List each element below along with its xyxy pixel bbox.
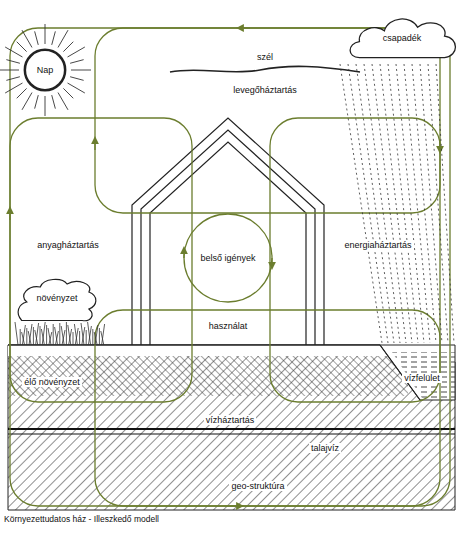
region-label: szél: [255, 52, 275, 62]
sun-circle: Nap: [24, 49, 66, 91]
region-label: vízfelület: [402, 373, 442, 383]
inner-needs-label: belső igények: [193, 248, 263, 268]
region-label: geo-struktúra: [229, 481, 286, 491]
node-text: belső igények: [198, 253, 257, 263]
node-text: csapadék: [383, 33, 422, 43]
caption: Környezettudatos ház - Illeszkedő modell: [4, 514, 159, 524]
node-text: növényzet: [36, 293, 77, 303]
region-label: anyagháztartás: [35, 240, 101, 250]
region-label: használat: [207, 321, 250, 331]
region-label: energiaháztartás: [342, 240, 413, 250]
vegetation-bush: növényzet: [15, 273, 99, 323]
region-label: levegőháztartás: [231, 85, 299, 95]
region-label: talajvíz: [309, 443, 341, 453]
node-text: Nap: [37, 65, 54, 75]
region-label: vízháztartás: [204, 415, 257, 425]
rain-cloud: csapadék: [347, 13, 457, 63]
region-label: élő növényzet: [22, 377, 82, 387]
